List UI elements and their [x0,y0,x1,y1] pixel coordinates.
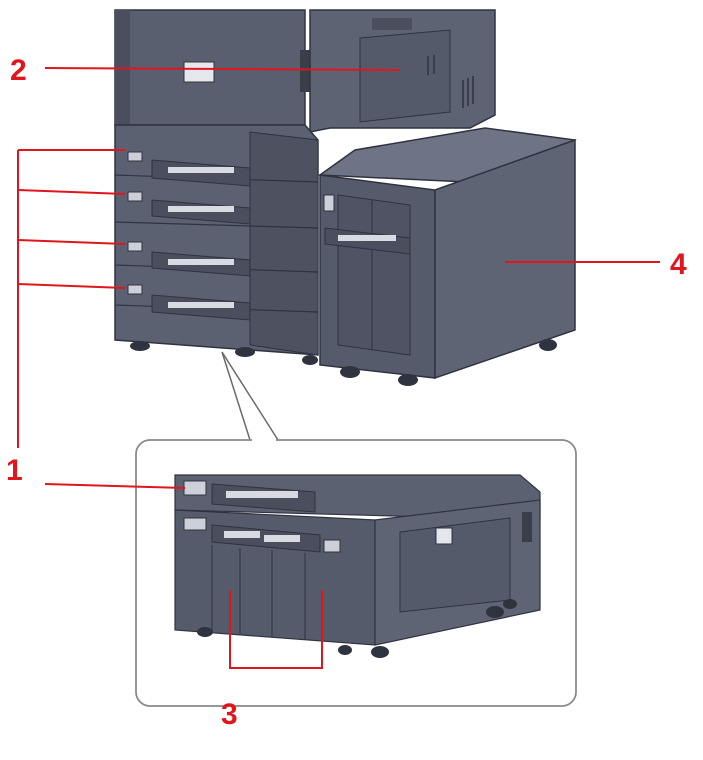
cassette-stack [114,124,319,365]
leader-1-inset [44,483,186,489]
callout-1: 1 [6,454,23,487]
callout-leaders [17,67,660,669]
callout-4: 4 [670,248,687,281]
leader-3 [229,590,323,669]
leader-1-tray-c [17,239,126,245]
side-feeder [317,127,577,386]
leader-2 [44,67,401,71]
leader-1-tray-d [17,283,126,289]
callout-3: 3 [221,698,238,731]
printer-upper-body [114,9,496,133]
leader-1-tray-b [17,189,126,195]
inset-detail [135,438,577,707]
zoom-indicator [221,351,279,441]
callout-2: 2 [10,54,27,87]
